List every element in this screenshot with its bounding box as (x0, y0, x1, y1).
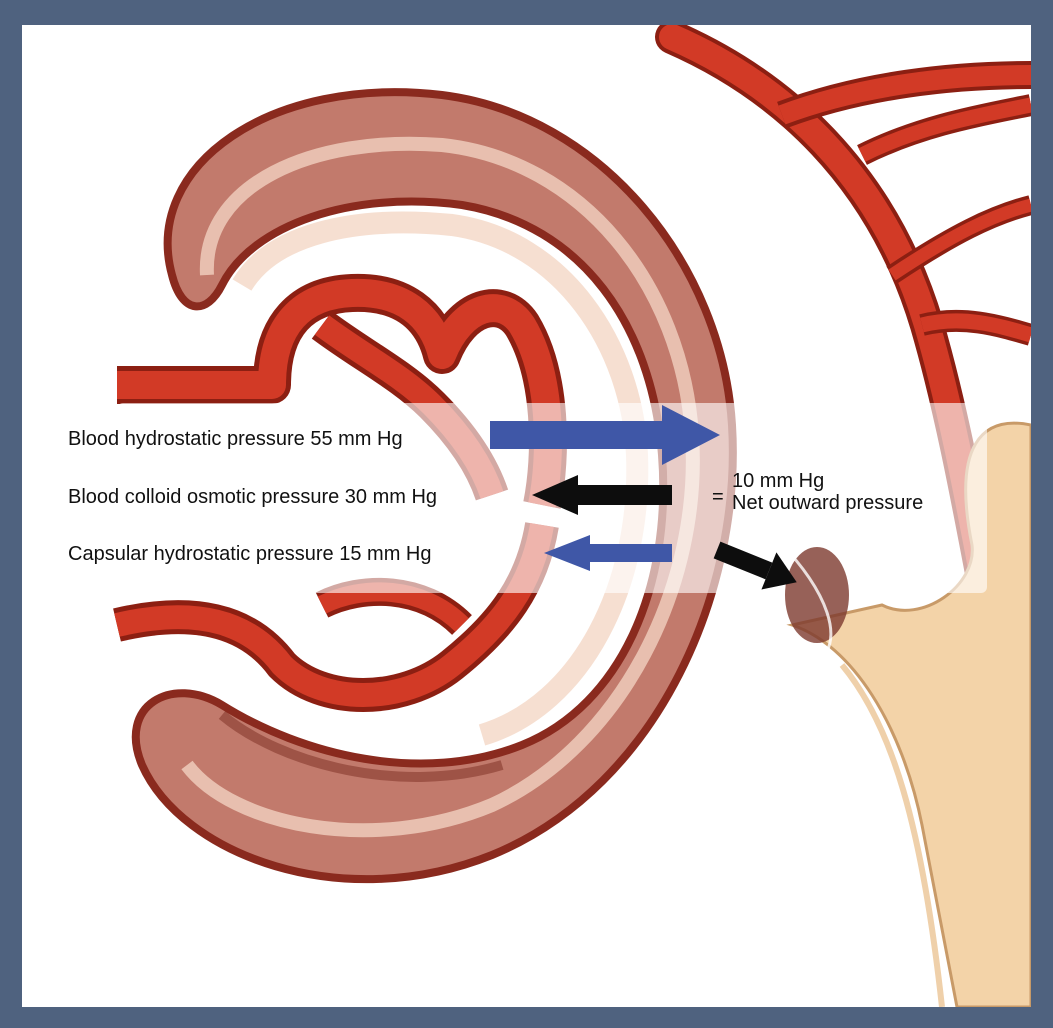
equals-sign: = (712, 486, 724, 508)
blood-colloid-label: Blood colloid osmotic pressure 30 mm Hg (68, 486, 437, 508)
capsular-hydrostatic-label: Capsular hydrostatic pressure 15 mm Hg (68, 543, 431, 565)
capsule-opening (785, 547, 849, 643)
glomerular-filtration-diagram: Blood hydrostatic pressure 55 mm Hg Bloo… (22, 25, 1031, 1007)
net-pressure-value: 10 mm Hg (732, 470, 824, 492)
diagram-frame: Blood hydrostatic pressure 55 mm Hg Bloo… (22, 25, 1031, 1007)
net-pressure-label: Net outward pressure (732, 492, 923, 514)
blood-hydrostatic-label: Blood hydrostatic pressure 55 mm Hg (68, 428, 403, 450)
